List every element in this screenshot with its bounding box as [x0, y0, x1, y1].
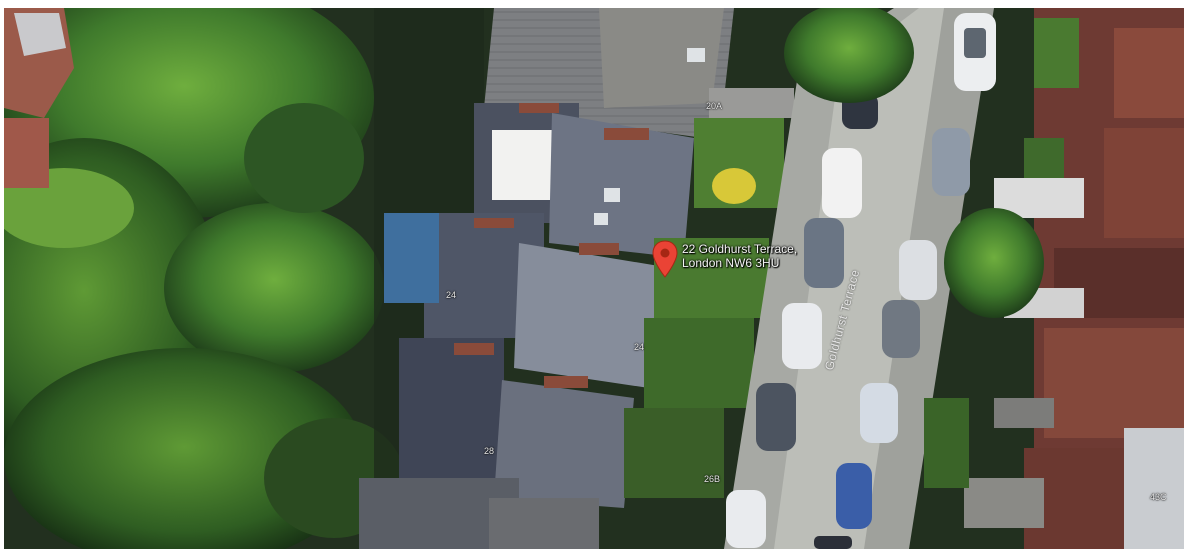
buildings-right: [784, 8, 1184, 549]
satellite-imagery: [4, 8, 1184, 549]
terrace-roofs: [359, 8, 734, 549]
map-pin-icon: [652, 240, 678, 278]
house-number-24: 24: [446, 290, 457, 300]
satellite-map[interactable]: 20A 24 24 28 26B 43C Goldhurst Terrace 2…: [4, 8, 1184, 549]
address-line-2: London NW6 3HU: [682, 256, 780, 270]
house-number-24-front: 24: [634, 342, 645, 352]
place-address[interactable]: 22 Goldhurst Terrace, London NW6 3HU: [682, 242, 797, 270]
house-number-20a: 20A: [706, 101, 723, 111]
house-number-43c: 43C: [1150, 492, 1167, 502]
woodland: [4, 8, 404, 549]
parked-cars: [726, 13, 996, 549]
house-number-28: 28: [484, 446, 495, 456]
house-number-26b: 26B: [704, 474, 721, 484]
buildings-top-left: [4, 8, 74, 188]
address-line-1: 22 Goldhurst Terrace,: [682, 242, 798, 256]
place-marker[interactable]: [652, 240, 678, 278]
front-gardens: [624, 88, 794, 498]
